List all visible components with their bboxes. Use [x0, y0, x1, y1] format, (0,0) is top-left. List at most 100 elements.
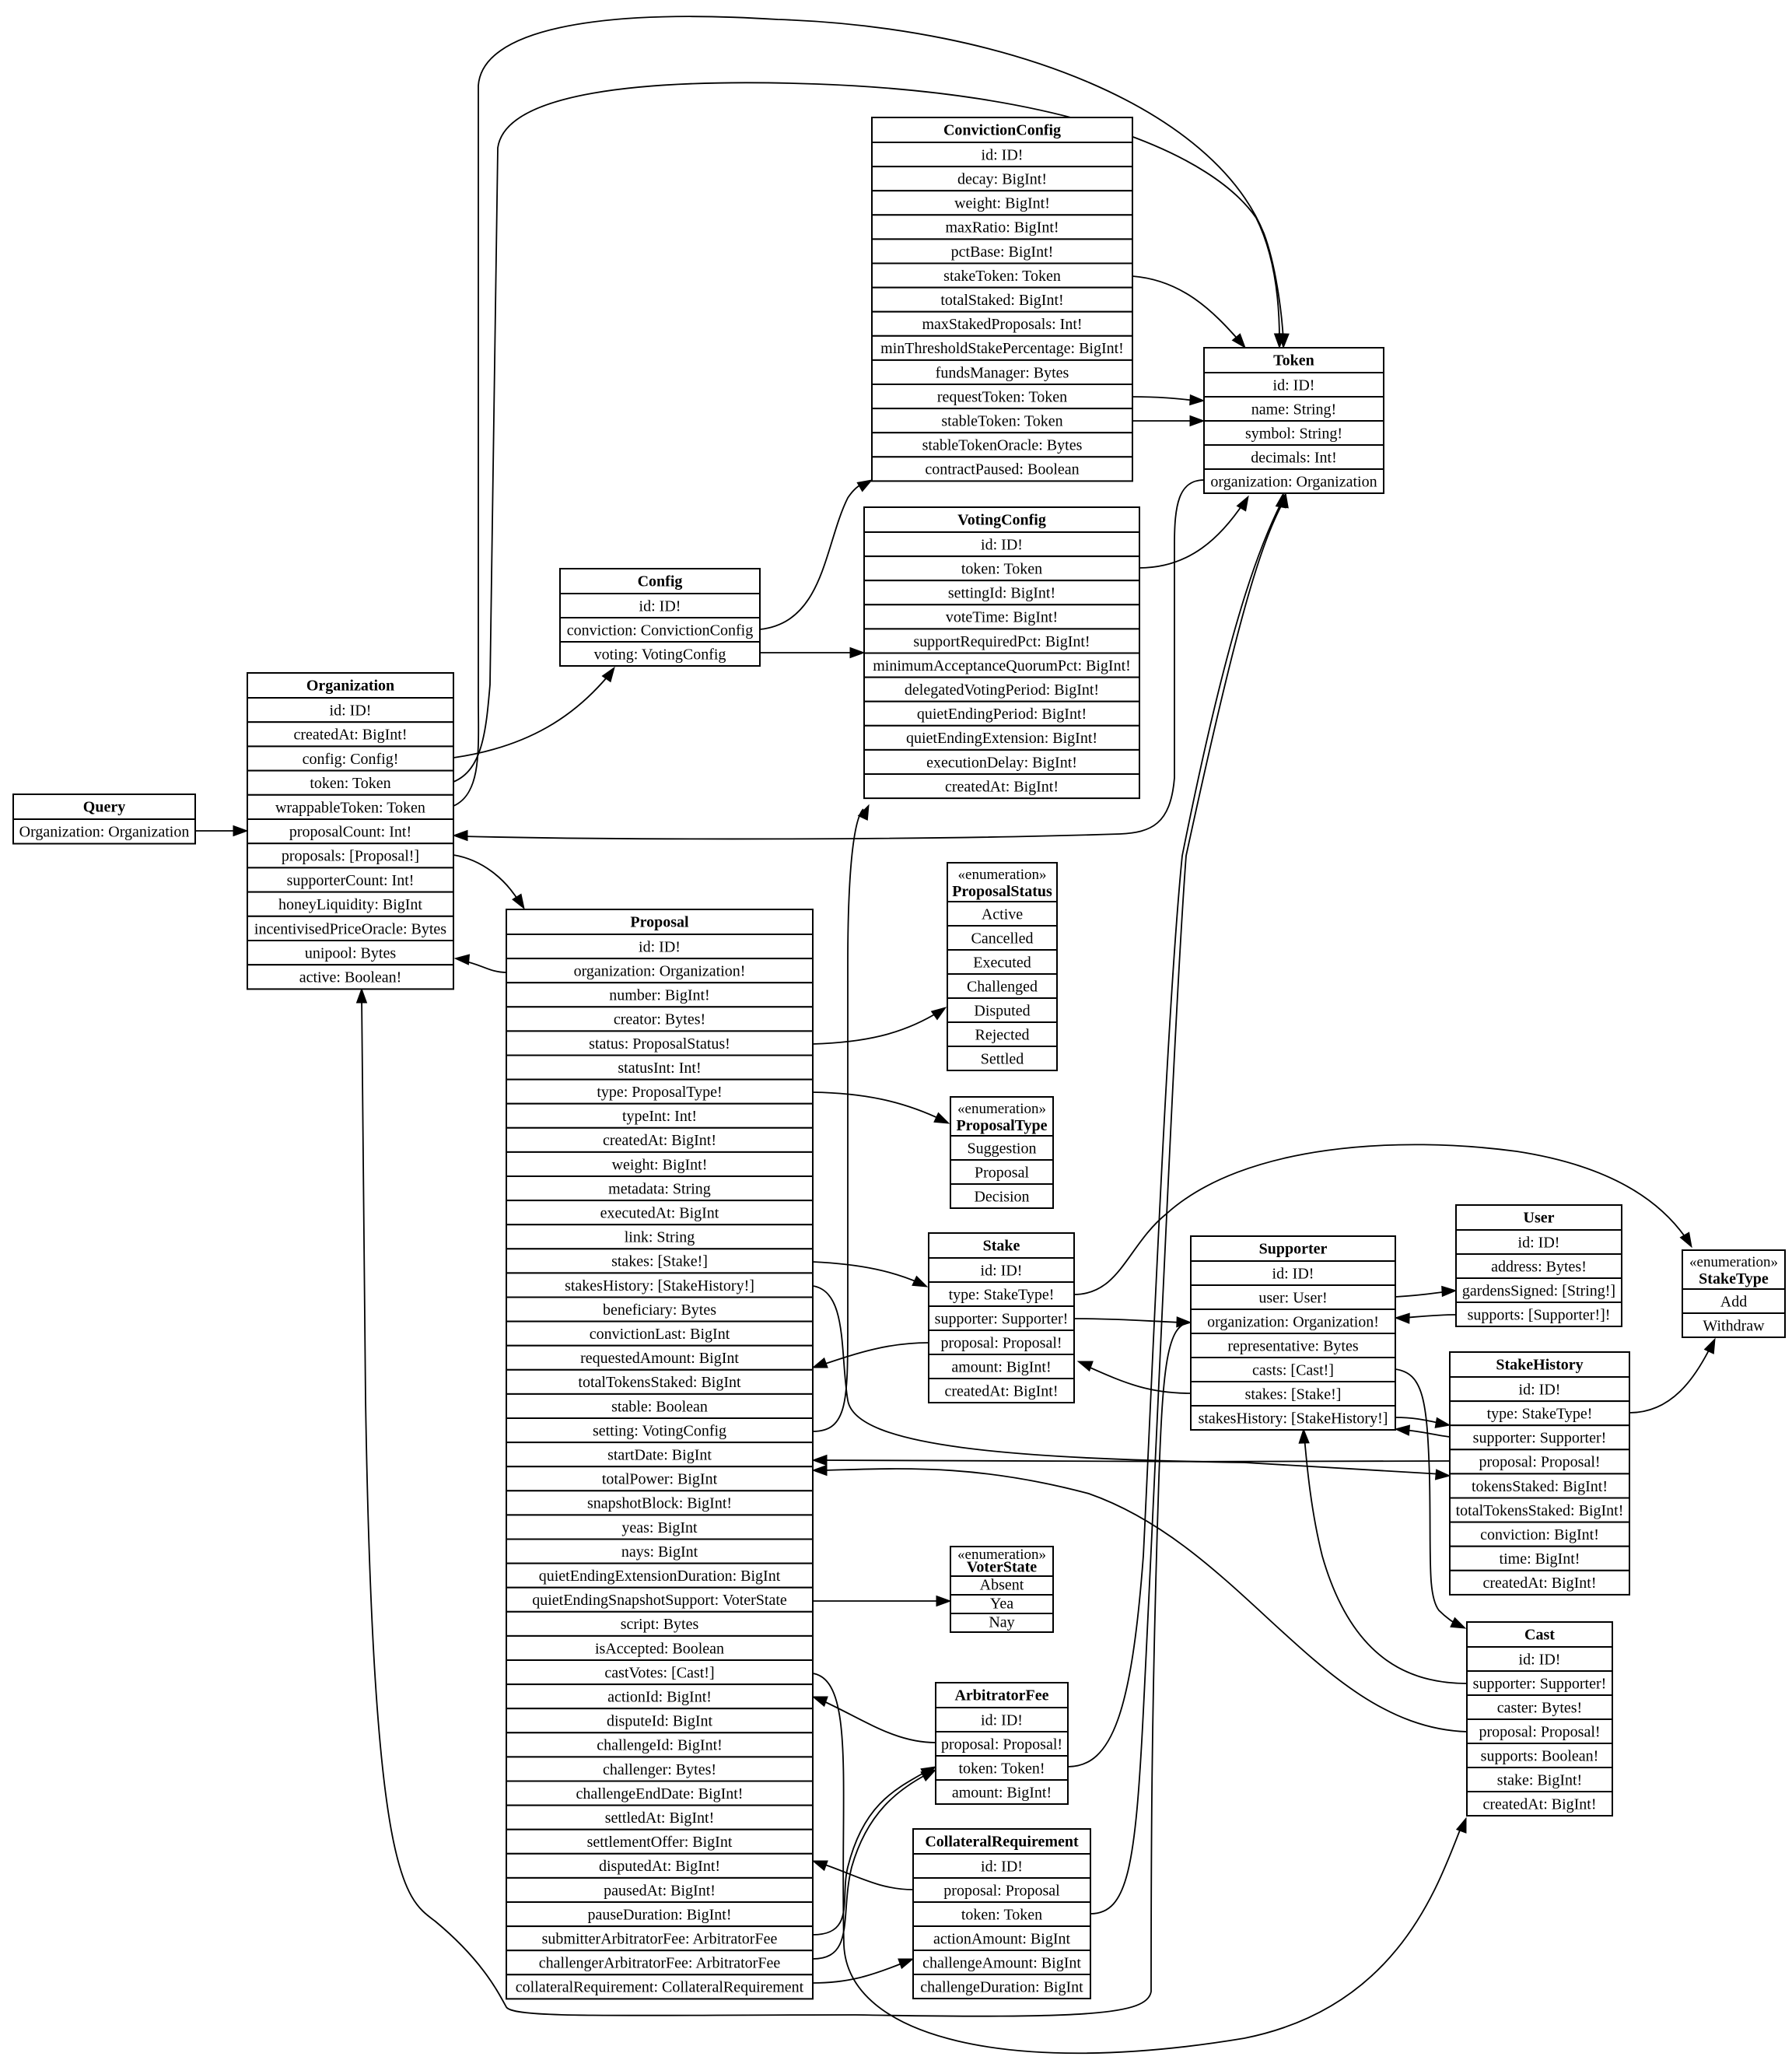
field-row — [1203, 444, 1384, 470]
field-label: amount: BigInt! — [951, 1358, 1051, 1375]
field-row — [950, 1575, 1054, 1596]
field-row — [1682, 1312, 1786, 1338]
arrowhead-icon — [1450, 1617, 1467, 1629]
field-label: stakesHistory: [StakeHistory!] — [565, 1277, 754, 1295]
field-row — [506, 1272, 814, 1298]
field-label: statusInt: Int! — [618, 1060, 701, 1077]
field-label: metadata: String — [608, 1180, 711, 1197]
field-row — [1455, 1253, 1622, 1279]
arrowhead-icon — [1455, 1817, 1467, 1834]
field-label: id: ID! — [639, 938, 681, 955]
edge-supporter-organization-to-organization — [355, 987, 1192, 2017]
field-label: totalTokensStaked: BigInt! — [1456, 1502, 1624, 1519]
edge-line — [453, 854, 520, 903]
field-label: token: Token! — [959, 1760, 1045, 1777]
field-row — [506, 1126, 814, 1153]
enum-value: Suggestion — [968, 1140, 1037, 1157]
field-label: stake: BigInt! — [1497, 1771, 1582, 1788]
arrowhead-icon — [930, 1007, 947, 1021]
field-row — [947, 925, 1058, 951]
edge-proposal-collateral-requirement-to-collateral-requirement — [812, 1958, 915, 1984]
edge-line — [1073, 1144, 1689, 1295]
edge-arbitrator-fee-proposal-to-proposal — [811, 1696, 936, 1743]
field-row — [871, 286, 1133, 313]
field-label: typeInt: Int! — [622, 1108, 697, 1125]
field-label: organization: Organization! — [1207, 1313, 1379, 1330]
arrowhead-icon — [936, 1595, 952, 1607]
arrowhead-icon — [1298, 1428, 1310, 1444]
field-label: contractPaused: Boolean — [925, 461, 1079, 478]
field-label: minimumAcceptanceQuorumPct: BigInt! — [873, 657, 1131, 674]
edge-line — [812, 1770, 929, 1936]
edge-stake-supporter-to-supporter — [1073, 1316, 1192, 1328]
field-row — [928, 1354, 1075, 1379]
field-row — [1455, 1229, 1622, 1255]
field-label: actionAmount: BigInt — [933, 1930, 1071, 1947]
field-label: address: Bytes! — [1491, 1258, 1587, 1275]
field-row — [1466, 1767, 1613, 1792]
enum-value: Rejected — [975, 1026, 1030, 1043]
edge-line — [1073, 1318, 1184, 1323]
edge-line — [820, 1459, 1451, 1463]
field-label: type: StakeType! — [949, 1286, 1055, 1303]
edge-line — [1629, 1345, 1712, 1414]
edge-line — [1132, 275, 1241, 343]
field-label: honeyLiquidity: BigInt — [278, 896, 422, 913]
node-title: Query — [83, 798, 125, 815]
enum-value: Add — [1720, 1293, 1747, 1310]
field-label: convictionLast: BigInt — [590, 1326, 730, 1343]
arrowhead-icon — [512, 893, 525, 910]
field-row — [506, 1514, 814, 1540]
arrowhead-icon — [811, 1860, 828, 1872]
field-label: challengerArbitratorFee: ArbitratorFee — [539, 1955, 781, 1972]
field-row — [1190, 1405, 1396, 1431]
edge-cast-proposal-to-proposal — [811, 1464, 1468, 1732]
node-title: Stake — [983, 1237, 1020, 1254]
stereotype-label: «enumeration» — [958, 867, 1047, 883]
field-row — [247, 843, 454, 869]
arrowhead-icon — [1189, 415, 1206, 427]
edge-line — [812, 808, 864, 1432]
field-label: quietEndingPeriod: BigInt! — [917, 706, 1087, 723]
field-label: quietEndingExtension: BigInt! — [906, 730, 1097, 747]
field-row — [947, 901, 1058, 927]
field-row — [247, 721, 454, 748]
arrowhead-icon — [452, 829, 468, 842]
field-label: settlementOffer: BigInt — [587, 1834, 733, 1851]
field-row — [950, 1594, 1054, 1614]
node-header — [871, 117, 1133, 143]
field-row — [506, 1175, 814, 1202]
arrowhead-icon — [1394, 1312, 1410, 1324]
edge-line — [1395, 1291, 1449, 1298]
edge-line — [1395, 1417, 1443, 1424]
field-row — [863, 580, 1140, 606]
field-label: decimals: Int! — [1251, 449, 1337, 466]
field-label: supporter: Supporter! — [1473, 1675, 1607, 1692]
field-row — [247, 794, 454, 820]
enum-value: Decision — [974, 1188, 1029, 1205]
field-label: executedAt: BigInt — [600, 1204, 719, 1221]
field-row — [871, 262, 1133, 289]
field-label: id: ID! — [1518, 1234, 1560, 1251]
field-row — [928, 1305, 1075, 1331]
field-label: stable: Boolean — [611, 1398, 708, 1415]
field-label: token: Token — [961, 1906, 1042, 1923]
field-row — [871, 384, 1133, 410]
edge-line — [1084, 1365, 1192, 1394]
field-label: challengeAmount: BigInt — [922, 1954, 1081, 1971]
edge-stake-type-to-stake-type — [1073, 1144, 1692, 1295]
field-row — [506, 1442, 814, 1468]
node-title: ProposalStatus — [952, 883, 1052, 900]
edge-proposal-stakes-history-to-stake-history — [812, 1285, 1451, 1480]
edge-line — [453, 16, 1284, 807]
field-label: name: String! — [1251, 401, 1336, 418]
field-row — [506, 1151, 814, 1178]
field-label: casts: [Cast!] — [1252, 1361, 1334, 1379]
field-row — [863, 676, 1140, 702]
field-label: id: ID! — [1519, 1381, 1561, 1398]
field-row — [912, 1853, 1091, 1879]
arrowhead-icon — [1434, 1417, 1451, 1428]
edge-line — [460, 479, 1205, 840]
field-row — [863, 700, 1140, 727]
